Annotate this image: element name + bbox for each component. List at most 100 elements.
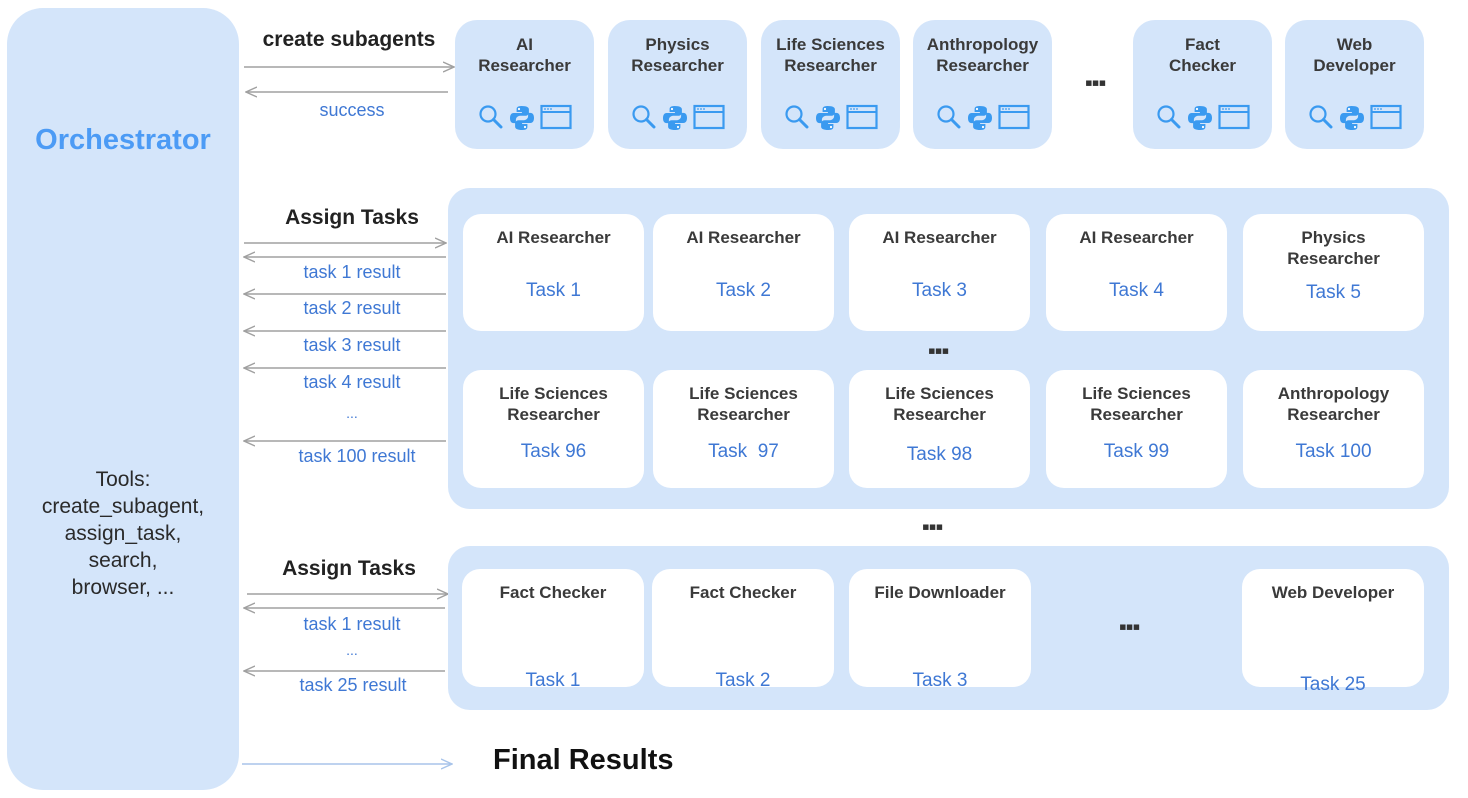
task-card-task: Task 2 bbox=[716, 280, 771, 301]
tool-search: search, bbox=[88, 549, 158, 572]
task-card-role: Web Developer bbox=[1271, 583, 1395, 602]
task-card-task: Task 3 bbox=[912, 670, 968, 691]
batch2-ellipsis: ▪▪▪ bbox=[1119, 614, 1140, 639]
search-icon bbox=[1156, 104, 1182, 137]
between-batches-ellipsis: ▪▪▪ bbox=[922, 514, 943, 539]
browser-window-icon bbox=[539, 104, 572, 137]
final-results-label: Final Results bbox=[493, 744, 674, 776]
task-card-task: Task 25 bbox=[1300, 674, 1366, 695]
batch1-ellipsis: ▪▪▪ bbox=[928, 338, 949, 363]
task-card-task: Task 5 bbox=[1306, 282, 1361, 303]
python-icon bbox=[966, 104, 994, 137]
result-label: task 25 result bbox=[299, 675, 407, 695]
success-label: success bbox=[319, 100, 385, 120]
task-card-task: Task 96 bbox=[520, 441, 587, 462]
task-card-task: Task 100 bbox=[1295, 441, 1372, 462]
browser-window-icon bbox=[1217, 104, 1250, 137]
search-icon bbox=[936, 104, 962, 137]
result-label: task 100 result bbox=[298, 446, 416, 466]
task-card-task: Task 4 bbox=[1109, 280, 1164, 301]
task-card-role: AI Researcher bbox=[882, 228, 997, 247]
assign-tasks-label-2: Assign Tasks bbox=[282, 557, 416, 580]
task-card-task: Task 3 bbox=[912, 280, 967, 301]
tools-label: Tools: bbox=[95, 468, 151, 491]
subagents-ellipsis: ▪▪▪ bbox=[1085, 70, 1106, 95]
create-subagents-label: create subagents bbox=[262, 28, 436, 51]
tool-create-subagent: create_subagent, bbox=[41, 495, 205, 518]
task-card-role: File Downloader bbox=[874, 583, 1006, 602]
browser-window-icon bbox=[692, 104, 725, 137]
orchestrator-tools: Tools: create_subagent, assign_task, sea… bbox=[7, 466, 239, 601]
task-card-task: Task 1 bbox=[526, 280, 581, 301]
python-icon bbox=[814, 104, 842, 137]
python-icon bbox=[661, 104, 689, 137]
search-icon bbox=[631, 104, 657, 137]
result-label: task 1 result bbox=[303, 262, 401, 282]
browser-window-icon bbox=[845, 104, 878, 137]
orchestrator-panel bbox=[7, 8, 239, 790]
python-icon bbox=[508, 104, 536, 137]
task-card-role: AI Researcher bbox=[686, 228, 801, 247]
python-icon bbox=[1186, 104, 1214, 137]
result-label: task 1 result bbox=[303, 614, 401, 634]
python-icon bbox=[1338, 104, 1366, 137]
result-ellipsis: ... bbox=[346, 405, 358, 421]
result-label: task 3 result bbox=[303, 335, 401, 355]
task-card-task: Task 99 bbox=[1103, 441, 1170, 462]
browser-window-icon bbox=[1369, 104, 1402, 137]
task-card-role: AI Researcher bbox=[496, 228, 611, 247]
task-card-task: Task 97 bbox=[708, 441, 779, 462]
browser-window-icon bbox=[997, 104, 1030, 137]
result-label: task 2 result bbox=[303, 298, 401, 318]
search-icon bbox=[478, 104, 504, 137]
task-card-task: Task 2 bbox=[715, 670, 771, 691]
task-card-role: Fact Checker bbox=[689, 583, 797, 602]
assign-tasks-label-1: Assign Tasks bbox=[285, 206, 419, 229]
result-ellipsis: ... bbox=[346, 642, 358, 658]
tool-assign-task: assign_task, bbox=[64, 522, 182, 545]
task-card-task: Task 1 bbox=[525, 670, 581, 691]
tool-browser: browser, ... bbox=[71, 576, 175, 599]
orchestrator-title: Orchestrator bbox=[35, 124, 211, 156]
search-icon bbox=[1308, 104, 1334, 137]
task-card-task: Task 98 bbox=[906, 444, 973, 465]
result-label: task 4 result bbox=[303, 372, 401, 392]
task-card-role: AI Researcher bbox=[1079, 228, 1194, 247]
search-icon bbox=[784, 104, 810, 137]
task-card-role: Fact Checker bbox=[499, 583, 607, 602]
